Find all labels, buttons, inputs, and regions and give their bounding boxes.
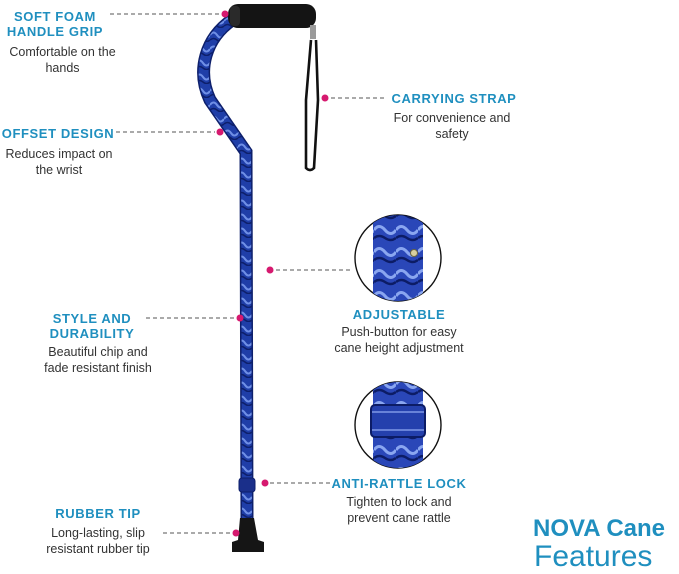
rubber-tip [232,518,264,552]
dot-icon [221,10,229,18]
dot-icon [266,266,274,274]
carrying-strap [304,25,320,172]
cane-button-zoom-icon [354,214,442,302]
dot-icon [216,128,224,136]
feature-title-strap: CARRYING STRAP [391,91,517,106]
leader-lines [110,13,384,534]
lock-collar [238,477,256,493]
brand-name: NOVA Cane [533,515,666,542]
feature-title-offset: OFFSET DESIGN [1,126,115,141]
dot-icon [321,94,329,102]
cane-lock-zoom-icon [354,381,442,469]
callout-dots [216,10,329,537]
dot-icon [261,479,269,487]
brand-subtitle: Features [534,540,653,573]
feature-title-adjustable: ADJUSTABLE [352,307,446,322]
foam-grip [228,4,316,28]
feature-title-lock: ANTI-RATTLE LOCK [331,476,467,491]
dot-icon [236,314,244,322]
dot-icon [232,529,240,537]
feature-title-tip: RUBBER TIP [55,506,141,521]
